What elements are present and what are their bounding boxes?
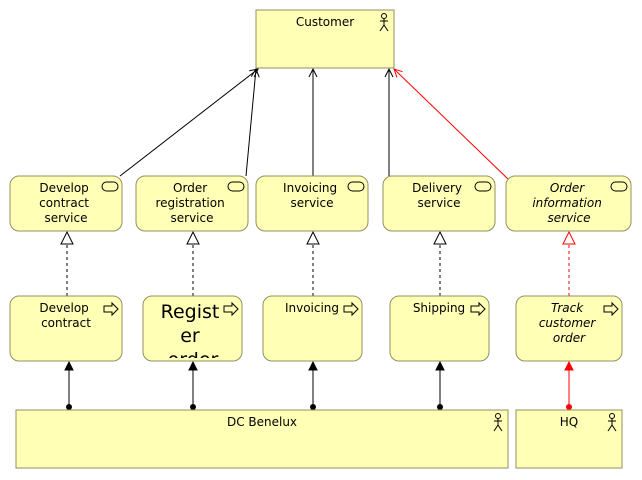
service-icon [101, 181, 119, 192]
process-arrow-icon [603, 301, 619, 317]
assignment-dot [66, 404, 72, 410]
dc-benelux-label: DC Benelux [227, 415, 297, 429]
process-arrow-icon [343, 301, 359, 317]
process-develop-contract[interactable]: Develop contract [9, 295, 123, 362]
process-label: Track customer order [539, 301, 599, 345]
process-label-clip: Regist er order [161, 301, 226, 371]
serving-develop-to-customer [119, 69, 258, 177]
process-invoicing[interactable]: Invoicing [262, 295, 363, 362]
service-label: Develop contract service [39, 181, 93, 225]
customer-actor[interactable]: Customer [255, 9, 395, 69]
service-label: Order registration service [155, 181, 228, 225]
serving-order-registration-to-customer [245, 69, 256, 177]
actor-icon [607, 413, 617, 432]
service-label: Order information service [532, 181, 605, 225]
service-icon [474, 181, 492, 192]
service-icon [610, 181, 628, 192]
service-icon [227, 181, 245, 192]
assignment-dot [310, 404, 316, 410]
process-label: Shipping [413, 301, 465, 315]
process-track-customer-order[interactable]: Track customer order [515, 295, 623, 362]
service-delivery[interactable]: Delivery service [382, 175, 496, 232]
service-order-information[interactable]: Order information service [505, 175, 632, 232]
process-arrow-icon [103, 301, 119, 317]
process-label: Develop contract [39, 301, 92, 330]
assignment-dot [437, 404, 443, 410]
dc-benelux-actor[interactable]: DC Benelux [15, 409, 509, 469]
service-invoicing[interactable]: Invoicing service [255, 175, 369, 232]
process-label: Regist er order [161, 301, 226, 371]
hq-label: HQ [560, 415, 578, 429]
actor-icon [493, 413, 503, 432]
service-icon [347, 181, 365, 192]
actor-icon [379, 13, 389, 32]
service-label: Invoicing service [283, 181, 341, 210]
service-develop-contract[interactable]: Develop contract service [9, 175, 123, 232]
service-label: Delivery service [412, 181, 466, 210]
assignment-dot [190, 404, 196, 410]
process-arrow-icon [470, 301, 486, 317]
process-shipping[interactable]: Shipping [389, 295, 490, 362]
customer-label: Customer [296, 15, 354, 29]
hq-actor[interactable]: HQ [515, 409, 623, 469]
process-register-order[interactable]: Regist er order [142, 295, 243, 371]
process-arrow-icon [223, 301, 239, 317]
serving-order-information-to-customer [394, 69, 510, 181]
process-label: Invoicing [285, 301, 339, 315]
service-order-registration[interactable]: Order registration service [135, 175, 249, 232]
assignment-dot [566, 404, 572, 410]
